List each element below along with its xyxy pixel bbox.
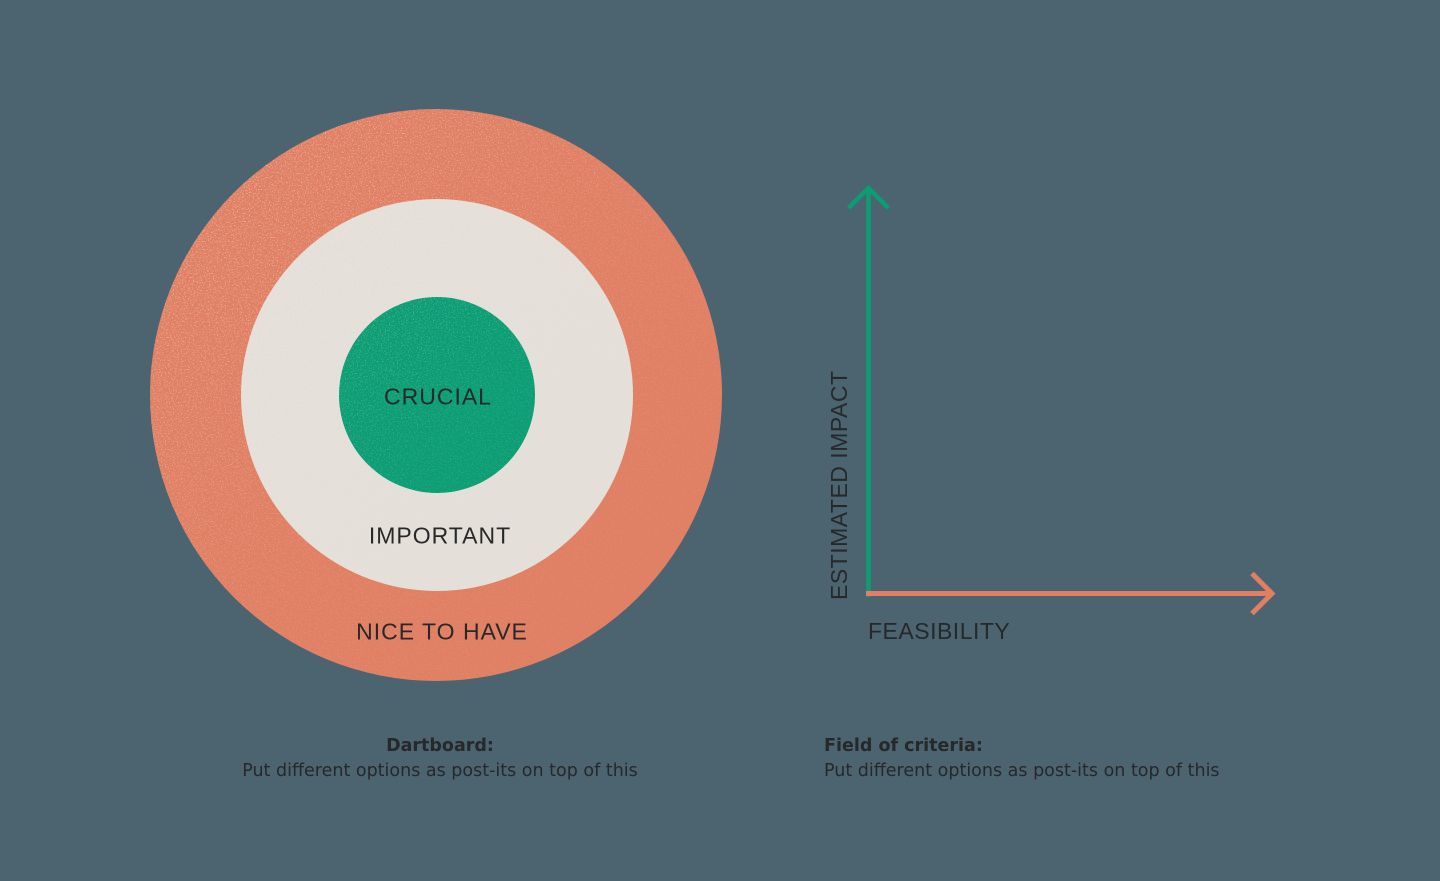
dartboard-label-nice-to-have: NICE TO HAVE [356, 618, 528, 645]
x-axis-label: FEASIBILITY [868, 618, 1011, 644]
criteria-field-caption: Field of criteria: Put different options… [824, 734, 1324, 784]
criteria-field-caption-title: Field of criteria: [824, 736, 983, 756]
grain-texture [150, 109, 722, 681]
criteria-field-caption-subtitle: Put different options as post-its on top… [824, 761, 1220, 781]
dartboard-caption-title: Dartboard: [386, 736, 494, 756]
y-axis-arrowhead-icon [846, 184, 891, 210]
x-axis-arrowhead-icon [1250, 571, 1276, 616]
dartboard-caption: Dartboard: Put different options as post… [190, 734, 690, 784]
y-axis-label: ESTIMATED IMPACT [826, 370, 852, 601]
dartboard-caption-subtitle: Put different options as post-its on top… [242, 761, 638, 781]
dartboard-label-crucial: CRUCIAL [384, 383, 492, 410]
dartboard-label-important: IMPORTANT [368, 522, 512, 549]
